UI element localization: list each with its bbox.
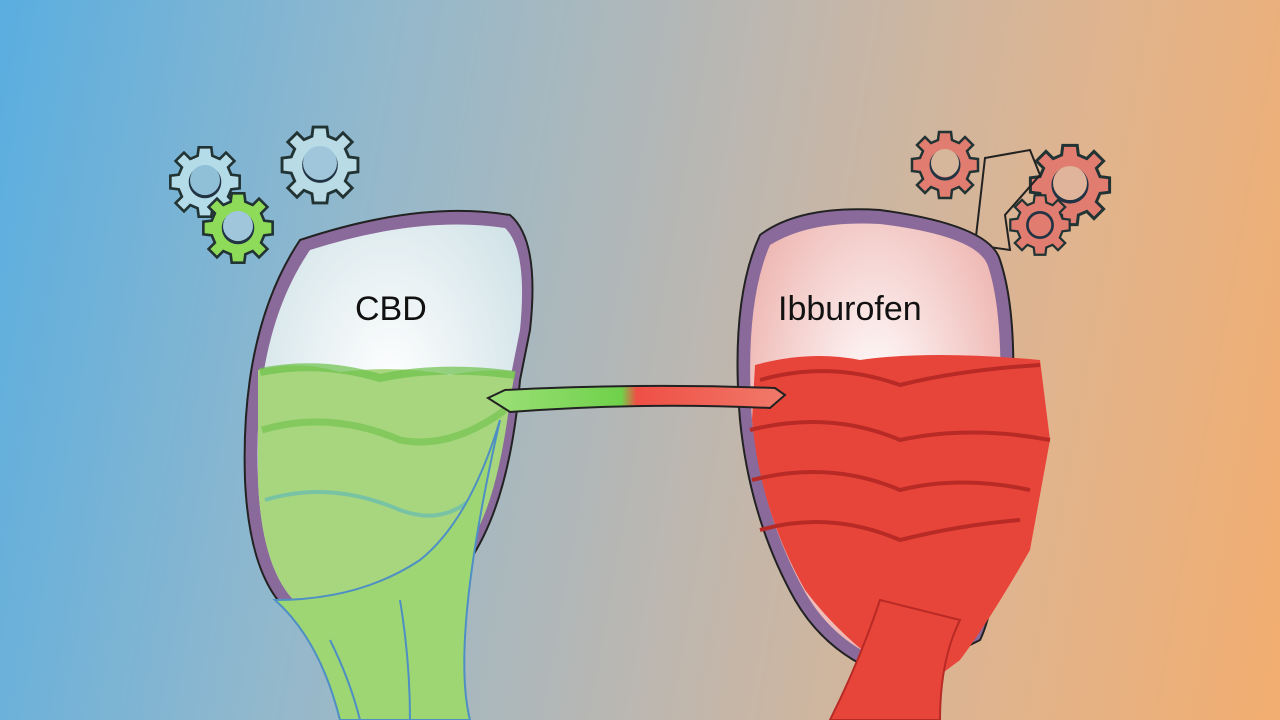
connector-bar xyxy=(485,384,787,414)
gear-icon xyxy=(910,130,1112,257)
ibuprofen-label: Ibburofen xyxy=(778,290,922,328)
ibuprofen-organ xyxy=(736,208,1051,720)
cbd-organ xyxy=(243,209,534,720)
cbd-label: CBD xyxy=(355,290,427,328)
gear-icon xyxy=(168,125,360,265)
